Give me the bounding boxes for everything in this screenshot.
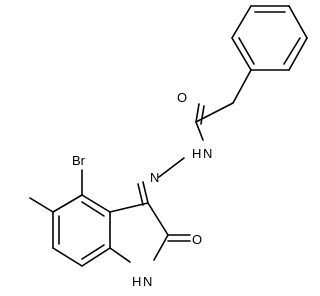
- bond: [200, 105, 205, 125]
- bond: [81, 247, 111, 267]
- bond: [52, 194, 83, 213]
- phenyl-ring: [231, 5, 308, 71]
- bond: [231, 37, 252, 71]
- bond: [283, 37, 301, 65]
- hydrazide-h-label: H: [192, 146, 201, 161]
- bond: [142, 181, 149, 204]
- bond: [137, 183, 144, 206]
- bond: [81, 194, 111, 213]
- bond: [238, 37, 255, 65]
- bond: [109, 247, 131, 263]
- benzo-ring: [52, 194, 111, 267]
- bond: [52, 247, 83, 267]
- oxygen-lactam-label: O: [192, 232, 202, 247]
- bond: [195, 103, 200, 123]
- bromine-label: Br: [72, 153, 86, 168]
- bond: [158, 157, 185, 178]
- indole-h-label: H: [132, 274, 141, 289]
- bond: [231, 5, 252, 39]
- bond: [81, 244, 105, 260]
- bond: [109, 202, 149, 213]
- bond: [29, 197, 54, 213]
- bond: [288, 5, 308, 39]
- bond: [147, 202, 169, 236]
- hydrazide-n-label: N: [203, 146, 212, 161]
- bond: [195, 121, 204, 141]
- bond: [81, 201, 105, 217]
- indole-n-label: N: [143, 274, 152, 289]
- bond: [232, 69, 252, 104]
- lactam-ring: [109, 202, 191, 263]
- bond: [153, 234, 169, 261]
- hydrazone-n-label: N: [150, 170, 159, 185]
- bond: [288, 37, 308, 71]
- oxygen-amide-label: O: [177, 90, 187, 105]
